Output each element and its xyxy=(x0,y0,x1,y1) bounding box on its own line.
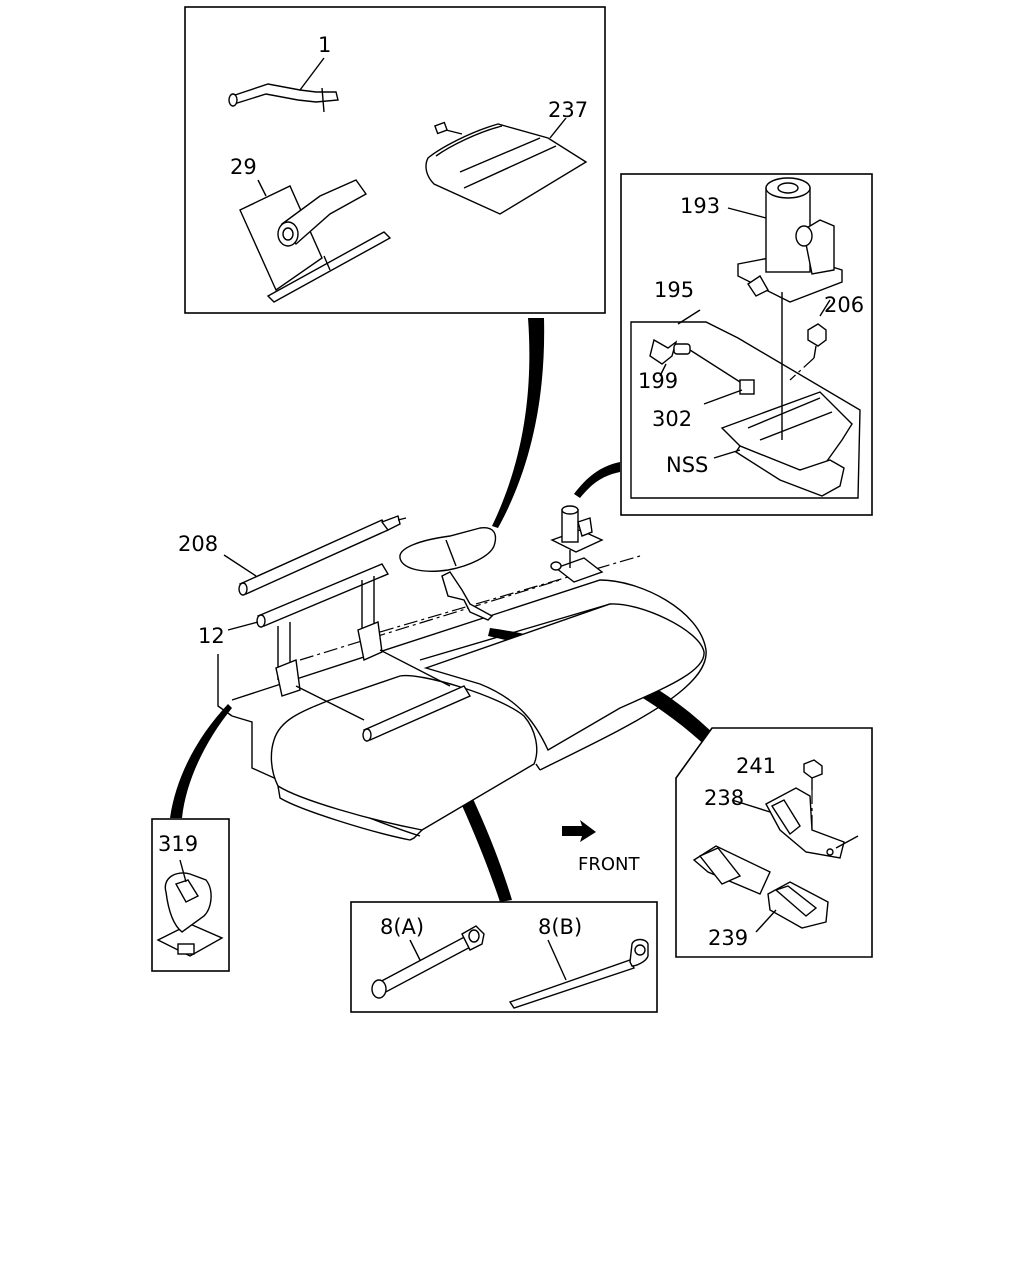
label-front: FRONT xyxy=(578,854,640,875)
wrench-box xyxy=(350,901,658,1013)
label-302: 302 xyxy=(652,407,692,431)
label-206: 206 xyxy=(824,293,864,317)
label-195: 195 xyxy=(654,278,694,302)
bars-and-brackets-part xyxy=(223,515,472,742)
label-nss: NSS xyxy=(666,453,708,477)
bottle-jack-part xyxy=(727,177,843,303)
label-237: 237 xyxy=(548,98,588,122)
front-arrow-icon xyxy=(562,820,596,842)
label-238: 238 xyxy=(704,786,744,810)
jack-tray-part xyxy=(677,292,853,497)
jack-box xyxy=(620,173,873,516)
label-319: 319 xyxy=(158,832,198,856)
bracket-box xyxy=(675,727,873,958)
label-12: 12 xyxy=(198,624,225,648)
floor-jack-part xyxy=(550,505,604,583)
clip-box xyxy=(151,818,230,972)
tool-bag-part xyxy=(425,117,588,215)
tools-box xyxy=(184,6,606,314)
label-29: 29 xyxy=(230,155,257,179)
label-1: 1 xyxy=(318,33,331,57)
handle-bar-part xyxy=(228,57,339,113)
label-239: 239 xyxy=(708,926,748,950)
label-199: 199 xyxy=(638,369,678,393)
label-8a: 8(A) xyxy=(380,915,424,939)
fasteners-part xyxy=(649,299,831,459)
label-208: 208 xyxy=(178,532,218,556)
label-193: 193 xyxy=(680,194,720,218)
label-241: 241 xyxy=(736,754,776,778)
floor-tool-bag-part xyxy=(399,527,497,621)
tool-set-part xyxy=(239,179,392,303)
label-8b: 8(B) xyxy=(538,915,582,939)
part-labels: 1 237 29 193 195 206 199 302 NSS 208 12 … xyxy=(158,33,864,950)
